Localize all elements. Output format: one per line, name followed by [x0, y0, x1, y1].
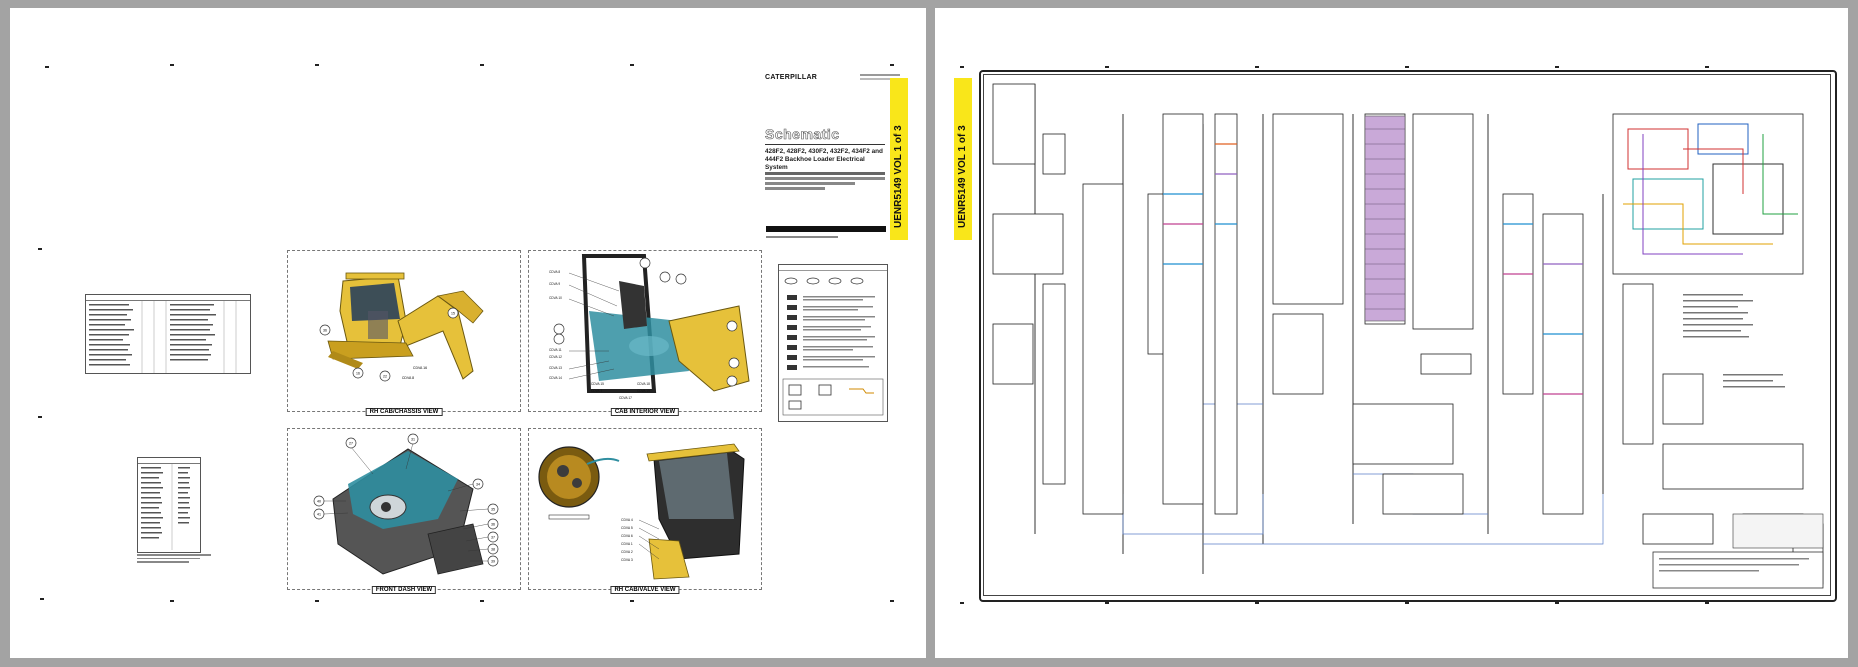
- ecm-connector: [1364, 115, 1406, 322]
- view-label: RH CAB/CHASSIS VIEW: [365, 408, 443, 416]
- registration-mark: [1255, 602, 1259, 604]
- cab-valve-illustration: CDVA 4 CDVA 5 CDVA 6 CDVA 1 CDVA 2 CDVA …: [538, 443, 745, 580]
- legend-symbols: [782, 277, 884, 416]
- cab-interior-view: CDVA 8 CDVA 9 CDVA 10 CDVA 11 CDVA 12 CD…: [528, 250, 762, 416]
- registration-mark: [1705, 602, 1709, 604]
- callout-label: CDVA 13: [549, 366, 562, 370]
- callout-label: 37: [491, 536, 495, 540]
- callout-label: 27: [349, 442, 353, 446]
- callout-label: CDVA 14: [549, 376, 562, 380]
- view-label: CAB INTERIOR VIEW: [610, 408, 680, 416]
- registration-mark: [170, 64, 174, 66]
- registration-mark: [480, 64, 484, 66]
- registration-mark: [1705, 66, 1709, 68]
- callout-label: CDVA 8: [402, 376, 414, 380]
- callout-label: 41: [317, 513, 321, 517]
- callout-label: CDVA 8: [549, 270, 560, 274]
- callout-label: 34: [476, 483, 480, 487]
- registration-mark: [40, 598, 44, 600]
- registration-mark: [170, 600, 174, 602]
- title-block-note: [860, 74, 900, 80]
- callout-label: CDVA 3: [621, 558, 633, 562]
- schematic-inner-border: [983, 74, 1831, 596]
- callout-label: CDVA 4: [621, 518, 633, 522]
- schematic-border: [979, 70, 1837, 602]
- callout-label: CDVA 2: [621, 550, 633, 554]
- registration-mark: [1255, 66, 1259, 68]
- callout-label: CDVA 19: [637, 389, 650, 393]
- volume-bar: [766, 226, 886, 232]
- view-label: RH CAB/VALVE VIEW: [610, 586, 680, 594]
- document-number-tab: UENR5149 VOL 1 of 3: [890, 78, 908, 240]
- legend-header: [779, 265, 887, 271]
- registration-mark: [890, 600, 894, 602]
- callout-label: CDVA 11: [549, 348, 562, 352]
- registration-mark: [1555, 602, 1559, 604]
- callout-label: CDVA 6: [621, 534, 633, 538]
- registration-mark: [630, 64, 634, 66]
- callout-label: CDVA 1: [621, 542, 633, 546]
- schematic-title: Schematic: [765, 126, 840, 143]
- registration-mark: [890, 64, 894, 66]
- component-location-table: [85, 294, 251, 374]
- model-list: 428F2, 428F2, 430F2, 432F2, 434F2 and 44…: [765, 148, 883, 171]
- callout-label: 35: [491, 508, 495, 512]
- callout-label: 16: [356, 372, 360, 376]
- callout-label: CDVA 16: [413, 366, 427, 370]
- front-dash-illustration: 27 31 34 35 36 37 38 39 40 41: [313, 433, 499, 575]
- fuse-table: [137, 457, 201, 553]
- fuse-table-grid: [141, 464, 190, 550]
- callout-label: 31: [411, 438, 415, 442]
- registration-mark: [1405, 66, 1409, 68]
- registration-mark: [315, 600, 319, 602]
- title-divider: [765, 144, 885, 145]
- schematic-page-right: UENR5149 VOL 1 of 3: [935, 8, 1848, 658]
- document-number: UENR5149 VOL 1 of 3: [893, 125, 904, 228]
- schematic-page-left: CATERPILLAR Schematic 428F2, 428F2, 430F…: [10, 8, 926, 658]
- callout-label: 39: [491, 560, 495, 564]
- view-label: FRONT DASH VIEW: [371, 586, 437, 594]
- callout-label: CDVA 17: [619, 396, 632, 400]
- serial-prefix-grid: [765, 172, 885, 190]
- callout-label: 15: [451, 312, 455, 316]
- inset-label: [548, 514, 590, 520]
- callout-label: 36: [323, 329, 327, 333]
- registration-mark: [480, 600, 484, 602]
- registration-mark: [960, 602, 964, 604]
- registration-mark: [45, 66, 49, 68]
- symbol-legend-box: [778, 264, 888, 422]
- callout-label: 38: [491, 548, 495, 552]
- document-number-tab: UENR5149 VOL 1 of 3: [954, 78, 972, 240]
- registration-mark: [315, 64, 319, 66]
- document-number: UENR5149 VOL 1 of 3: [957, 125, 968, 228]
- registration-mark: [630, 600, 634, 602]
- fuse-table-notes: [137, 554, 211, 563]
- registration-mark: [960, 66, 964, 68]
- wiring-schematic-diagram: [992, 83, 1824, 589]
- callout-label: 40: [317, 500, 321, 504]
- callout-label: CDVA 10: [549, 296, 562, 300]
- callout-label: CDVA 15: [591, 382, 604, 386]
- publication-line: [766, 236, 886, 238]
- caterpillar-logo: CATERPILLAR: [765, 74, 818, 81]
- registration-mark: [1105, 602, 1109, 604]
- loader-cab-illustration: 36 15 16 22 CDVA 16 CDVA 8: [319, 272, 484, 382]
- callout-label: 36: [491, 523, 495, 527]
- callout-label: CDVA 18: [637, 382, 650, 386]
- front-dash-view: 27 31 34 35 36 37 38 39 40 41 FRONT DASH…: [287, 428, 521, 594]
- registration-mark: [1405, 602, 1409, 604]
- registration-mark: [38, 416, 42, 418]
- table-grid: [89, 301, 237, 373]
- rh-cab-chassis-view: 36 15 16 22 CDVA 16 CDVA 8 RH CAB/CHASSI…: [287, 250, 521, 416]
- registration-mark: [1105, 66, 1109, 68]
- rh-cab-valve-view: CDVA 4 CDVA 5 CDVA 6 CDVA 1 CDVA 2 CDVA …: [528, 428, 762, 594]
- callout-label: CDVA 5: [621, 526, 633, 530]
- callout-label: CDVA 9: [549, 282, 560, 286]
- registration-mark: [38, 248, 42, 250]
- callout-label: CDVA 7: [591, 389, 602, 393]
- registration-mark: [1555, 66, 1559, 68]
- cab-interior-illustration: CDVA 8 CDVA 9 CDVA 10 CDVA 11 CDVA 12 CD…: [549, 254, 750, 400]
- callout-label: 22: [383, 375, 387, 379]
- callout-label: CDVA 12: [549, 355, 562, 359]
